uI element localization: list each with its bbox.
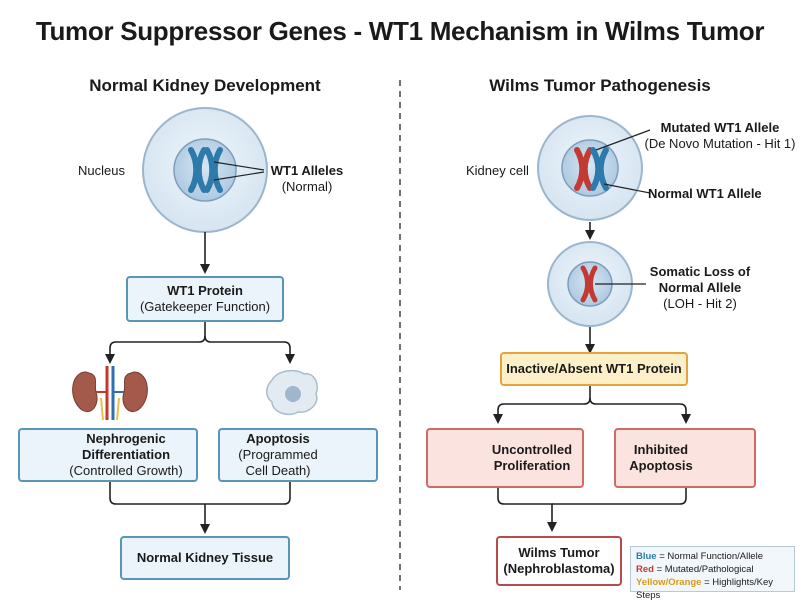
legend-red-key: Red xyxy=(636,564,654,575)
somatic-loss-title-2: Normal Allele xyxy=(658,280,742,295)
proliferation-title-1: Uncontrolled xyxy=(491,442,573,457)
right-panel-title: Wilms Tumor Pathogenesis xyxy=(489,76,711,95)
wt1-alleles-label: WT1 Alleles (Normal) xyxy=(262,163,352,195)
kidney-icon xyxy=(72,366,148,421)
loh-cell-icon xyxy=(547,241,633,327)
uncontrolled-proliferation-box: Uncontrolled Proliferation xyxy=(426,428,584,488)
page-title: Tumor Suppressor Genes - WT1 Mechanism i… xyxy=(35,16,765,46)
inactive-wt1-protein-box: Inactive/Absent WT1 Protein xyxy=(500,352,688,386)
wt1-protein-title: WT1 Protein xyxy=(167,283,243,298)
mutated-allele-label: Mutated WT1 Allele (De Novo Mutation - H… xyxy=(640,120,800,152)
apoptosis-box: Apoptosis (Programmed Cell Death) xyxy=(218,428,378,482)
legend-row-red: Red = Mutated/Pathological xyxy=(636,563,789,576)
legend-row-yellow: Yellow/Orange = Highlights/Key Steps xyxy=(636,576,789,602)
nucleus-label: Nucleus xyxy=(78,163,125,178)
legend-row-blue: Blue = Normal Function/Allele xyxy=(636,550,789,563)
differentiation-title-2: Differentiation xyxy=(81,447,171,462)
wilms-tumor-box: Wilms Tumor (Nephroblastoma) xyxy=(496,536,622,586)
wt1-protein-sub: (Gatekeeper Function) xyxy=(139,299,271,314)
apoptosis-title: Apoptosis xyxy=(246,431,310,446)
legend-yellow-key: Yellow/Orange xyxy=(636,577,702,588)
inactive-wt1-protein-label: Inactive/Absent WT1 Protein xyxy=(506,361,682,376)
wilms-tumor-sub: (Nephroblastoma) xyxy=(503,561,615,576)
inhibited-apoptosis-title-1: Inhibited xyxy=(633,442,689,457)
legend-blue-key: Blue xyxy=(636,551,657,562)
wt1-alleles-title: WT1 Alleles xyxy=(270,163,344,178)
legend-red-text: = Mutated/Pathological xyxy=(653,564,754,575)
mutated-allele-sub: (De Novo Mutation - Hit 1) xyxy=(644,136,796,151)
left-panel-title: Normal Kidney Development xyxy=(89,76,321,95)
color-legend: Blue = Normal Function/Allele Red = Muta… xyxy=(630,546,795,601)
normal-kidney-tissue-label: Normal Kidney Tissue xyxy=(136,550,274,565)
nephrogenic-differentiation-box: Nephrogenic Differentiation (Controlled … xyxy=(18,428,198,482)
normal-allele-label: Normal WT1 Allele xyxy=(648,186,762,201)
legend-yellow-text: = Highlights/Key Steps xyxy=(636,577,774,601)
differentiation-title-1: Nephrogenic xyxy=(86,431,166,446)
differentiation-sub: (Controlled Growth) xyxy=(69,463,183,478)
apoptotic-cell-icon xyxy=(266,369,318,416)
legend-blue-text: = Normal Function/Allele xyxy=(656,551,763,562)
apoptosis-sub-2: Cell Death) xyxy=(245,463,311,478)
apoptosis-sub-1: (Programmed xyxy=(238,447,318,462)
normal-chromosome-pair-icon xyxy=(188,147,223,193)
somatic-loss-label: Somatic Loss of Normal Allele (LOH - Hit… xyxy=(640,264,760,312)
mutated-allele-title: Mutated WT1 Allele xyxy=(660,120,780,135)
normal-cell-icon xyxy=(142,107,268,233)
kidney-cell-icon xyxy=(537,115,643,221)
wt1-protein-box: WT1 Protein (Gatekeeper Function) xyxy=(126,276,284,322)
inhibited-apoptosis-title-2: Apoptosis xyxy=(629,458,693,473)
proliferation-title-2: Proliferation xyxy=(493,458,571,473)
somatic-loss-sub: (LOH - Hit 2) xyxy=(663,296,737,311)
kidney-cell-label: Kidney cell xyxy=(466,163,529,178)
normal-kidney-tissue-box: Normal Kidney Tissue xyxy=(120,536,290,580)
wt1-alleles-sub: (Normal) xyxy=(281,179,333,194)
inhibited-apoptosis-box: Inhibited Apoptosis xyxy=(614,428,756,488)
somatic-loss-title-1: Somatic Loss of xyxy=(649,264,751,279)
wilms-tumor-title: Wilms Tumor xyxy=(518,545,600,560)
